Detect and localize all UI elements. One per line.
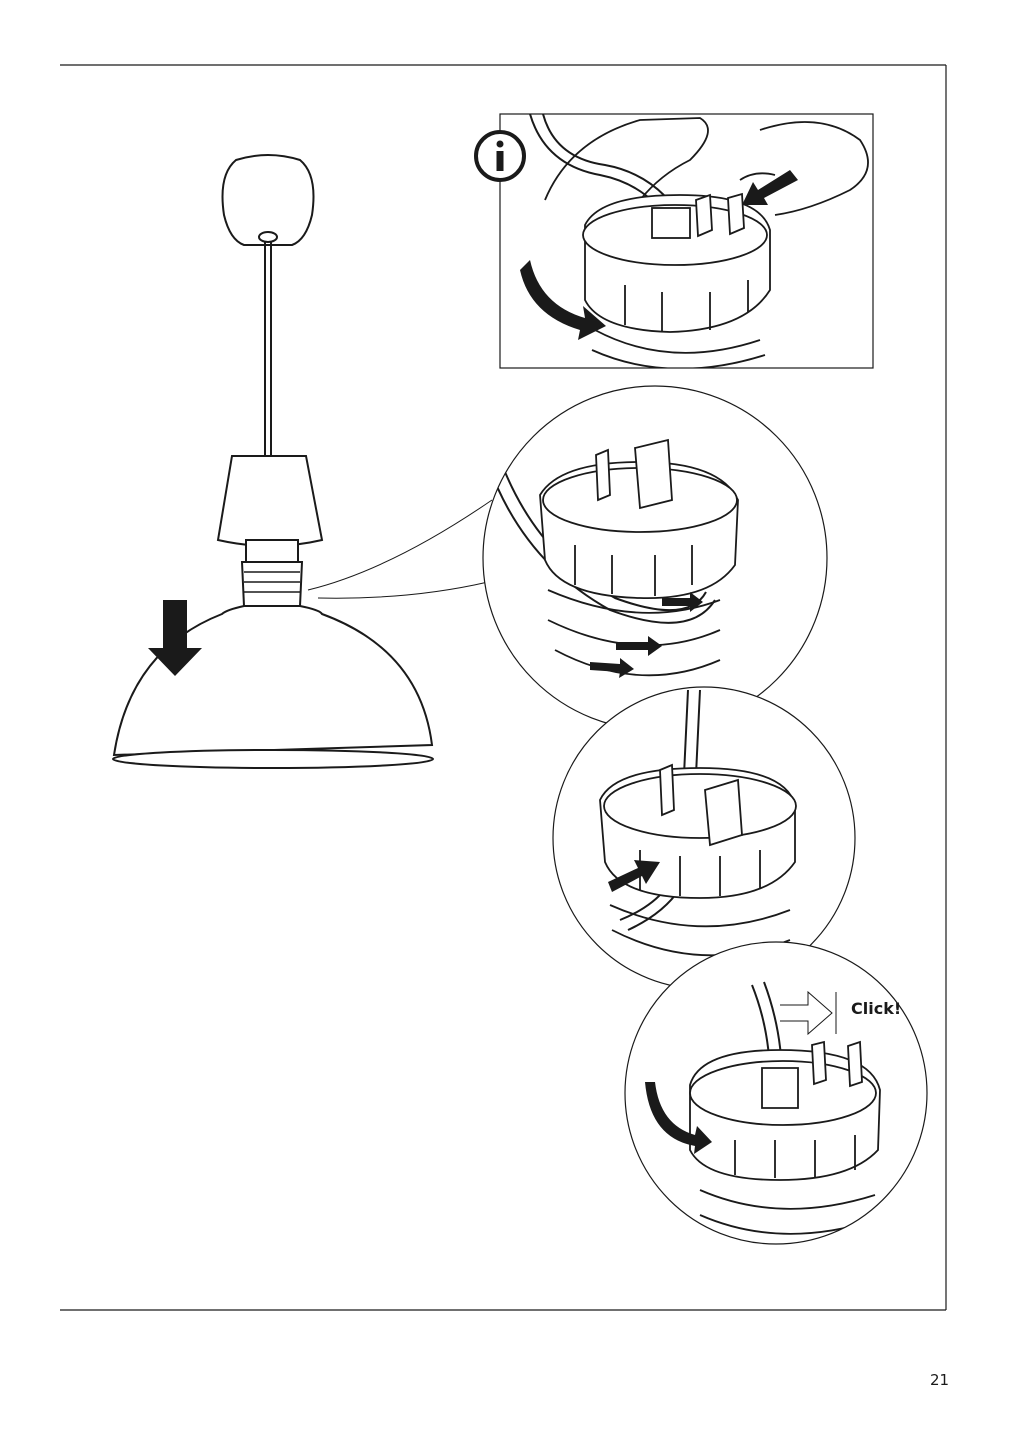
click-label: Click! [851,999,902,1018]
pendant-lamp [112,154,493,769]
wind-arrow-icon [616,636,662,656]
detail-circle-insert-cord [552,686,856,990]
down-arrow-icon [148,600,202,676]
info-icon [474,130,526,182]
detail-circle-wrap-cord [482,385,828,731]
page-number: 21 [930,1371,950,1389]
page-frame [60,64,947,1311]
rotate-arrow-icon [645,1082,712,1154]
info-panel [474,113,874,369]
press-arrow-icon [742,170,798,205]
motion-lines [780,990,837,1036]
rotate-arrow-icon [520,260,606,340]
detail-circle-click [624,941,928,1245]
wind-arrow-icon [590,658,634,678]
wind-arrow-icon [662,592,703,612]
insert-arrow-icon [608,860,660,892]
